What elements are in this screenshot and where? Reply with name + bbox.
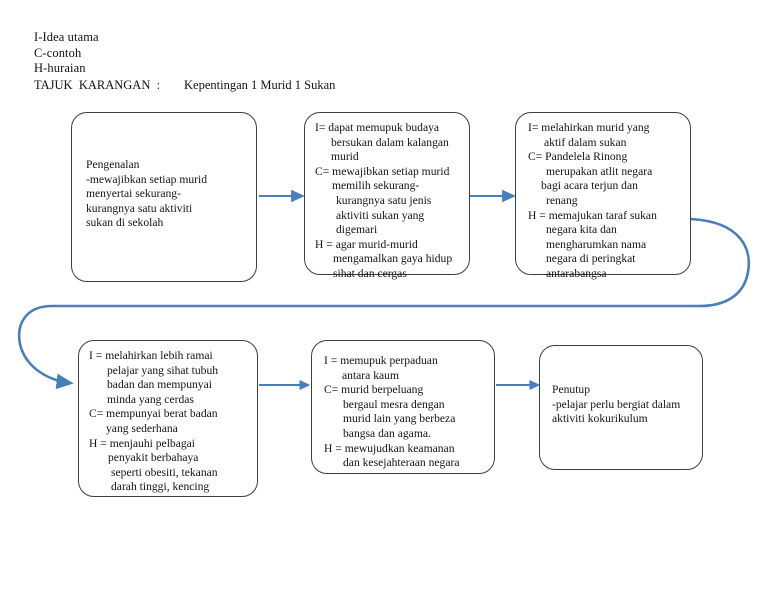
node-penutup-text: Penutup -pelajar perlu bergiat dalam akt… [552, 383, 696, 427]
line: I= melahirkan murid yang [528, 121, 650, 134]
line: negara kita dan [546, 223, 617, 237]
line: merupakan atlit negara [546, 164, 653, 178]
line: I= dapat memupuk budaya [315, 121, 440, 134]
line: Penutup [552, 383, 591, 396]
line: I = memupuk perpaduan [324, 354, 438, 367]
line: sukan di sekolah [86, 216, 164, 230]
line: yang sederhana [106, 421, 178, 435]
line: minda yang cerdas [107, 392, 194, 406]
node-idea-3[interactable]: I = melahirkan lebih ramai pelajar yang … [78, 340, 258, 497]
line: C= murid berpeluang [324, 383, 424, 397]
line: menyertai sekurang- [86, 187, 181, 201]
line: bergaul mesra dengan [343, 397, 445, 411]
line: bangsa dan agama. [343, 426, 431, 440]
node-idea-1[interactable]: I= dapat memupuk budaya bersukan dalam k… [304, 112, 470, 280]
line: darah tinggi, kencing [111, 480, 210, 494]
line: negara di peringkat [546, 252, 636, 266]
title-value: Kepentingan 1 Murid 1 Sukan [184, 77, 336, 92]
line: sihat dan cergas [333, 266, 407, 280]
line: H = memajukan taraf sukan [528, 208, 657, 222]
line: I = melahirkan lebih ramai [89, 349, 213, 362]
node-idea-4[interactable]: I = memupuk perpaduan antara kaum C= mur… [311, 340, 495, 474]
line: -pelajar perlu bergiat dalam [552, 397, 681, 411]
line: aktiviti kokurikulum [552, 412, 648, 426]
node-idea-1-text: I= dapat memupuk budaya bersukan dalam k… [315, 121, 463, 282]
line: antarabangsa [546, 266, 607, 280]
line: kurangnya satu jenis [336, 193, 432, 207]
line: -mewajibkan setiap murid [86, 172, 208, 186]
node-idea-2[interactable]: I= melahirkan murid yang aktif dalam suk… [515, 112, 691, 280]
line: bagi acara terjun dan [541, 179, 638, 193]
line: H = menjauhi pelbagai [89, 436, 196, 450]
line: memilih sekurang- [332, 179, 420, 193]
line: seperti obesiti, tekanan [111, 465, 218, 479]
line: murid lain yang berbeza [343, 412, 456, 426]
line: mengamalkan gaya hidup [333, 252, 453, 266]
line: kurangnya satu aktiviti [86, 201, 193, 215]
legend-line-contoh: C-contoh [34, 45, 82, 60]
line: bersukan dalam kalangan [331, 135, 449, 149]
line: renang [546, 193, 578, 207]
line: Pengenalan [86, 158, 140, 171]
node-idea-2-text: I= melahirkan murid yang aktif dalam suk… [528, 121, 684, 282]
line: digemari [336, 223, 378, 237]
title-label: TAJUK KARANGAN : [34, 77, 161, 92]
node-penutup[interactable]: Penutup -pelajar perlu bergiat dalam akt… [539, 345, 703, 470]
line: C= Pandelela Rinong [528, 150, 628, 164]
line: aktiviti sukan yang [336, 208, 425, 222]
legend-line-huraian: H-huraian [34, 61, 86, 75]
node-idea-4-text: I = memupuk perpaduan antara kaum C= mur… [324, 354, 488, 471]
line: C= mempunyai berat badan [89, 407, 218, 421]
line: penyakit berbahaya [108, 451, 199, 465]
header-block: I-Idea utama C-contoh H-huraian TAJUK KA… [34, 30, 674, 93]
node-idea-3-text: I = melahirkan lebih ramai pelajar yang … [89, 349, 251, 495]
line: H = agar murid-murid [315, 237, 418, 251]
legend-line-idea-utama: I-Idea utama [34, 30, 99, 44]
node-pengenalan[interactable]: Pengenalan -mewajibkan setiap murid meny… [71, 112, 257, 282]
line: mengharumkan nama [546, 237, 647, 251]
line: H = mewujudkan keamanan [324, 441, 455, 455]
line: badan dan mempunyai [107, 378, 212, 392]
line: C= mewajibkan setiap murid [315, 164, 450, 178]
line: antara kaum [342, 368, 399, 382]
line: murid [331, 150, 359, 164]
node-pengenalan-text: Pengenalan -mewajibkan setiap murid meny… [86, 158, 248, 231]
line: pelajar yang sihat tubuh [107, 363, 219, 377]
line: aktif dalam sukan [544, 135, 627, 149]
line: dan kesejahteraan negara [343, 456, 460, 470]
title-row: TAJUK KARANGAN : Kepentingan 1 Murid 1 S… [34, 77, 674, 93]
